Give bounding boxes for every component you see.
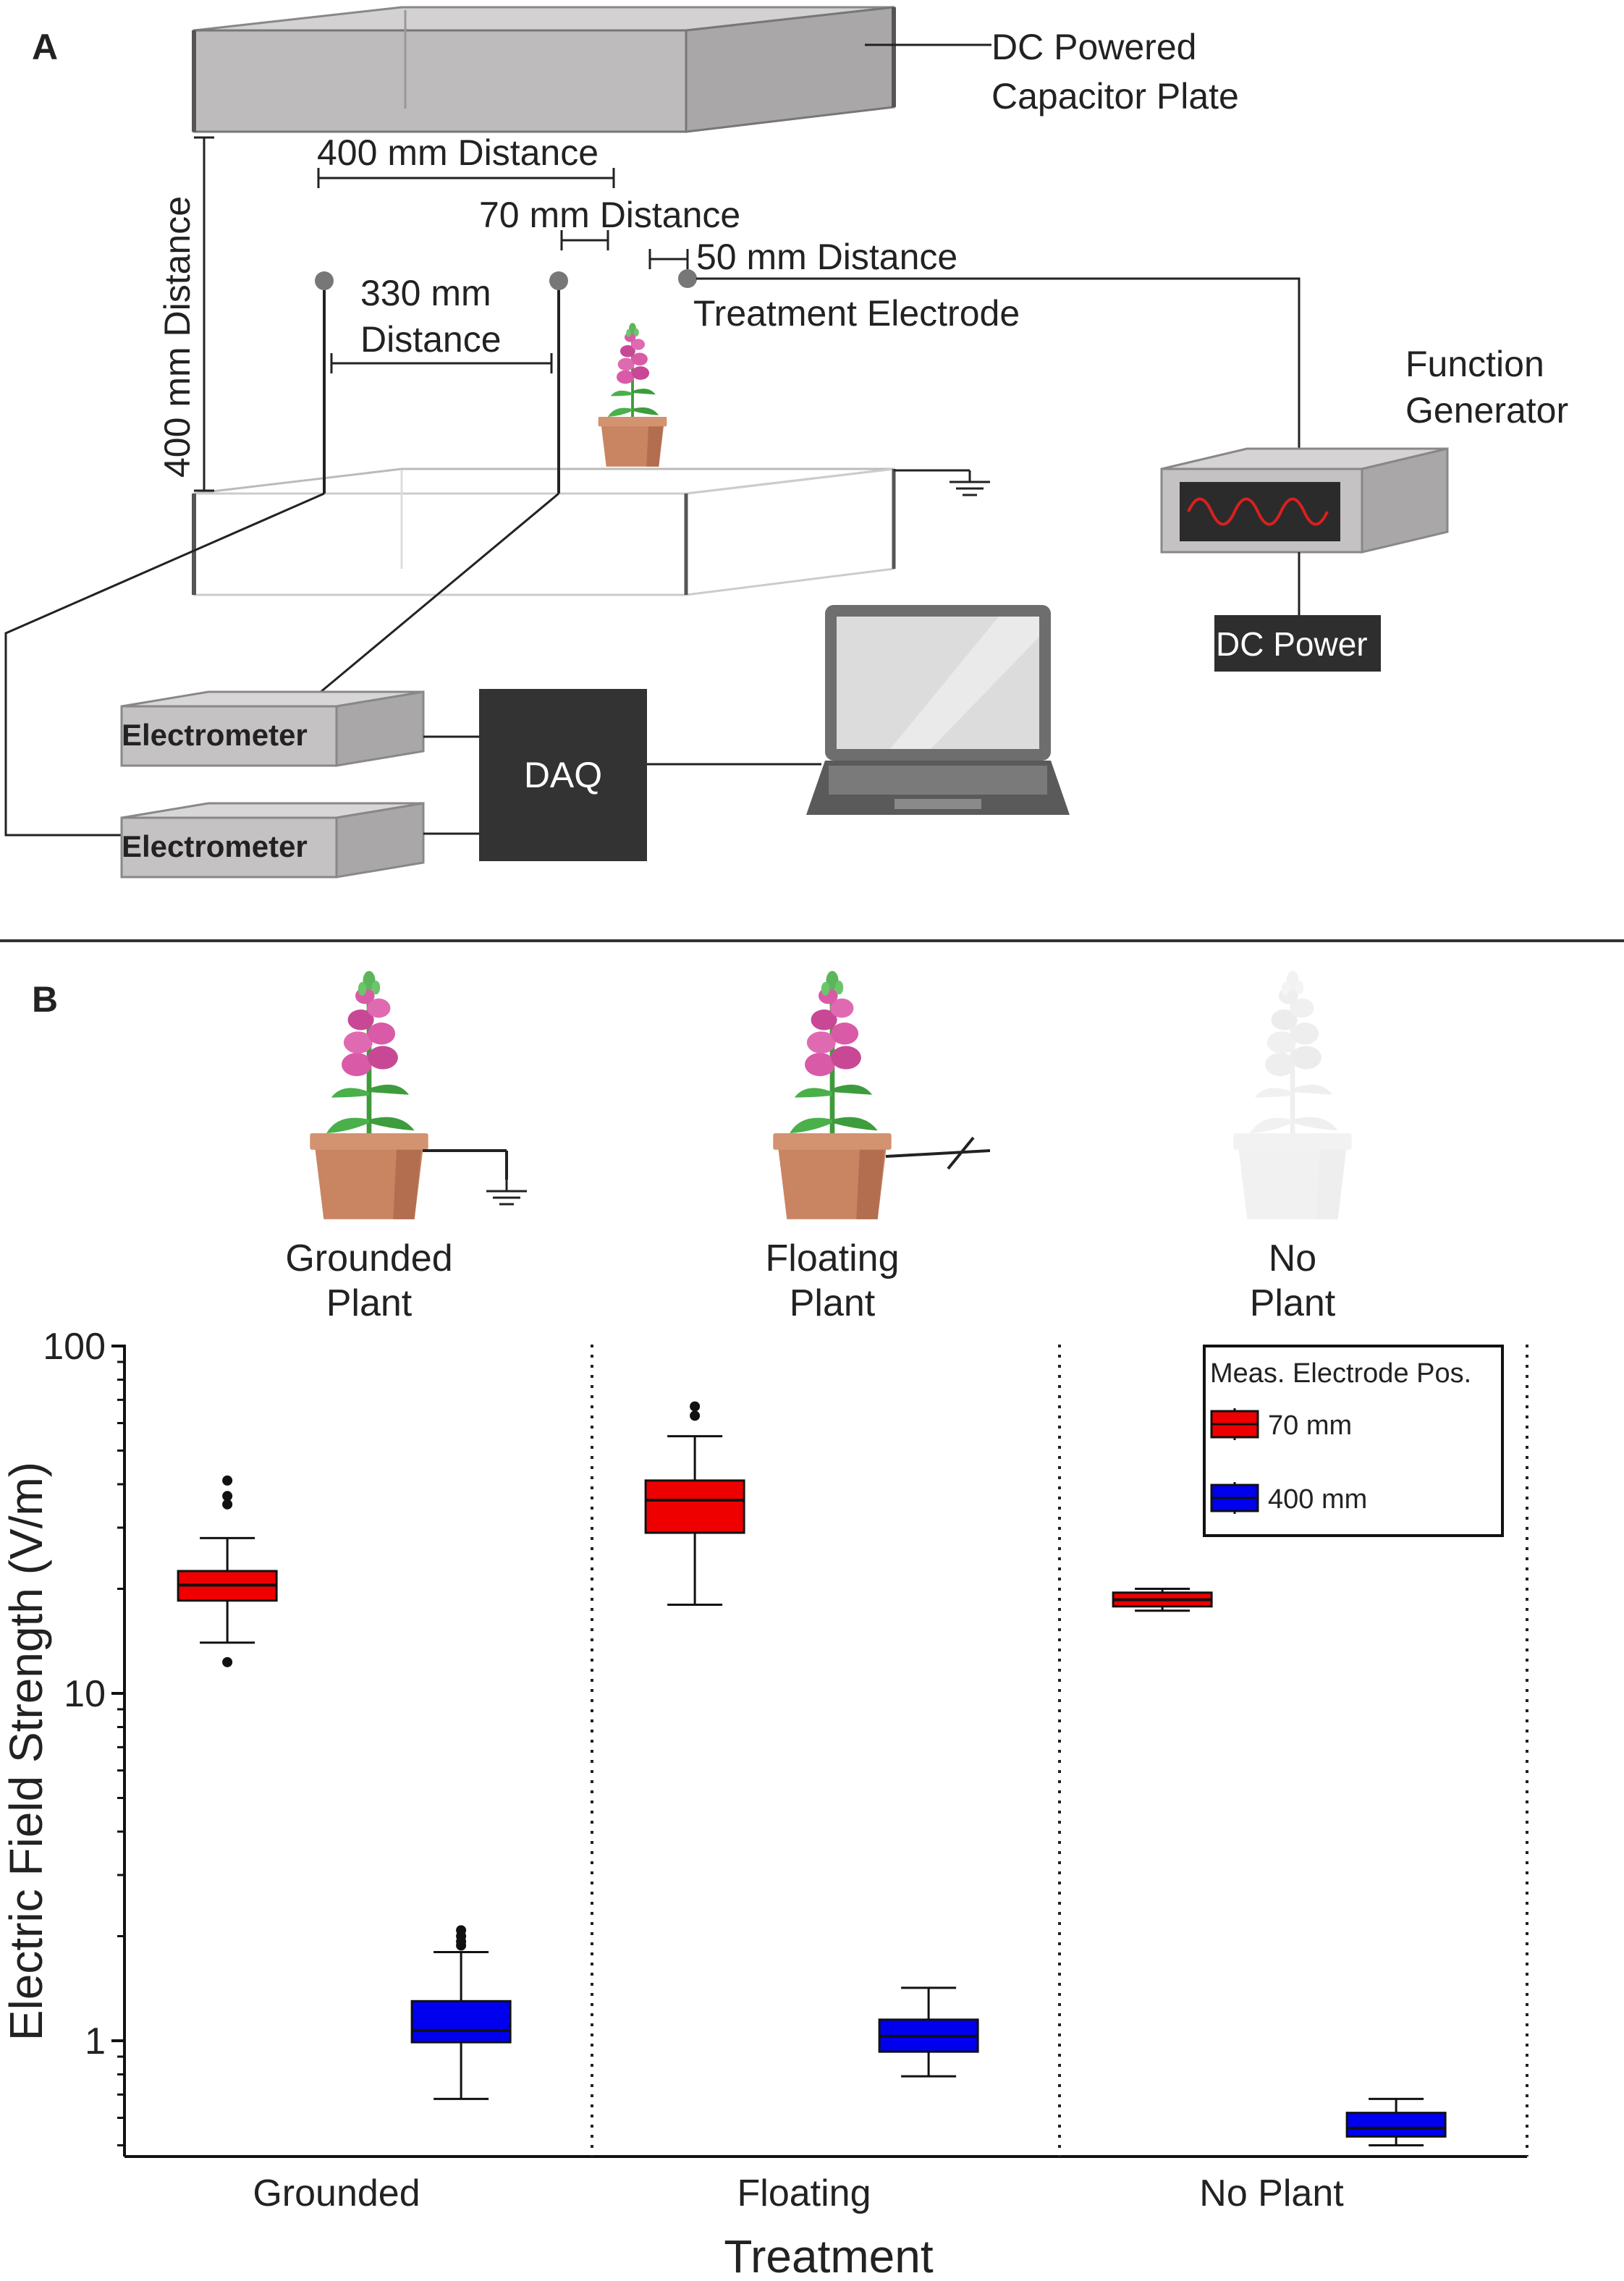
x-axis-title: Treatment xyxy=(724,2230,934,2281)
function-generator-label-2: Generator xyxy=(1405,390,1568,431)
capacitor-plate-bottom xyxy=(192,467,896,596)
measurement-electrode-400 xyxy=(315,271,334,494)
outlier-point xyxy=(222,1499,233,1510)
dimension-50 xyxy=(648,249,689,269)
box-400mm xyxy=(410,1999,512,2044)
outlier-point xyxy=(690,1410,701,1421)
daq-label: DAQ xyxy=(524,755,602,795)
plant-label-grounded-1: Grounded xyxy=(285,1237,452,1279)
floating-plant-icon xyxy=(773,971,991,1219)
electrometer-1 xyxy=(120,690,425,767)
outlier-point xyxy=(222,1491,233,1502)
box-70mm xyxy=(644,1479,745,1534)
plant-label-none-2: Plant xyxy=(1250,1282,1336,1324)
plant-label-floating-1: Floating xyxy=(766,1237,900,1279)
capacitor-plate-label-1: DC Powered xyxy=(991,27,1196,67)
y-tick-label: 100 xyxy=(43,1326,106,1368)
vertical-distance-label: 400 mm Distance xyxy=(157,196,198,478)
ground-icon xyxy=(948,469,991,496)
dist-400-label: 400 mm Distance xyxy=(317,132,599,173)
legend-title: Meas. Electrode Pos. xyxy=(1210,1358,1471,1389)
panel-a-letter: A xyxy=(32,27,58,67)
wire-electrode-400 xyxy=(4,492,325,837)
vertical-dimension xyxy=(194,136,214,492)
y-tick-label: 1 xyxy=(85,2020,106,2062)
dc-power-box xyxy=(1214,615,1381,672)
dimension-400 xyxy=(317,168,615,188)
outlier-point xyxy=(222,1656,233,1667)
no-plant-icon xyxy=(1233,971,1351,1219)
outlier-point xyxy=(690,1401,701,1412)
dist-50-label: 50 mm Distance xyxy=(696,237,957,277)
panel-b-letter: B xyxy=(32,979,58,1020)
dist-330-label-2: Distance xyxy=(360,319,502,360)
y-axis-title: Electric Field Strength (V/m) xyxy=(0,1462,52,2041)
x-tick-label: No Plant xyxy=(1199,2172,1344,2214)
x-tick-label: Grounded xyxy=(253,2172,420,2214)
dimension-330 xyxy=(330,353,553,373)
dc-power-label: DC Power xyxy=(1216,625,1368,663)
outlier-point xyxy=(456,1925,467,1936)
ground-icon xyxy=(485,1178,528,1206)
plant-label-grounded-2: Plant xyxy=(326,1282,413,1324)
y-tick-label: 10 xyxy=(64,1673,106,1715)
dist-70-label: 70 mm Distance xyxy=(479,195,740,235)
wire-electrode-70 xyxy=(319,492,559,694)
box-400mm xyxy=(1345,2112,1447,2138)
daq-box xyxy=(479,689,647,861)
plant-icon xyxy=(596,321,669,468)
laptop-icon xyxy=(806,605,1070,815)
legend-label: 70 mm xyxy=(1268,1410,1352,1441)
electrometer-1-label: Electrometer xyxy=(122,718,308,752)
legend-label: 400 mm xyxy=(1268,1484,1367,1515)
plant-label-none-1: No xyxy=(1269,1237,1316,1279)
waveform-icon xyxy=(1187,497,1329,526)
electrometer-2-label: Electrometer xyxy=(122,829,308,863)
grounded-plant-icon xyxy=(310,971,528,1219)
dist-330-label-1: 330 mm xyxy=(360,273,491,313)
plant-label-floating-2: Plant xyxy=(790,1282,876,1324)
measurement-electrode-70 xyxy=(549,271,568,494)
treatment-electrode xyxy=(678,269,1301,463)
treatment-electrode-label: Treatment Electrode xyxy=(693,293,1020,334)
electrometer-2 xyxy=(120,802,425,879)
x-tick-label: Floating xyxy=(737,2172,871,2214)
dimension-70 xyxy=(560,230,609,250)
outlier-point xyxy=(222,1475,233,1486)
function-generator xyxy=(1160,447,1449,554)
capacitor-plate-top xyxy=(192,6,896,133)
function-generator-label-1: Function xyxy=(1405,344,1544,384)
capacitor-plate-label-2: Capacitor Plate xyxy=(991,76,1239,117)
